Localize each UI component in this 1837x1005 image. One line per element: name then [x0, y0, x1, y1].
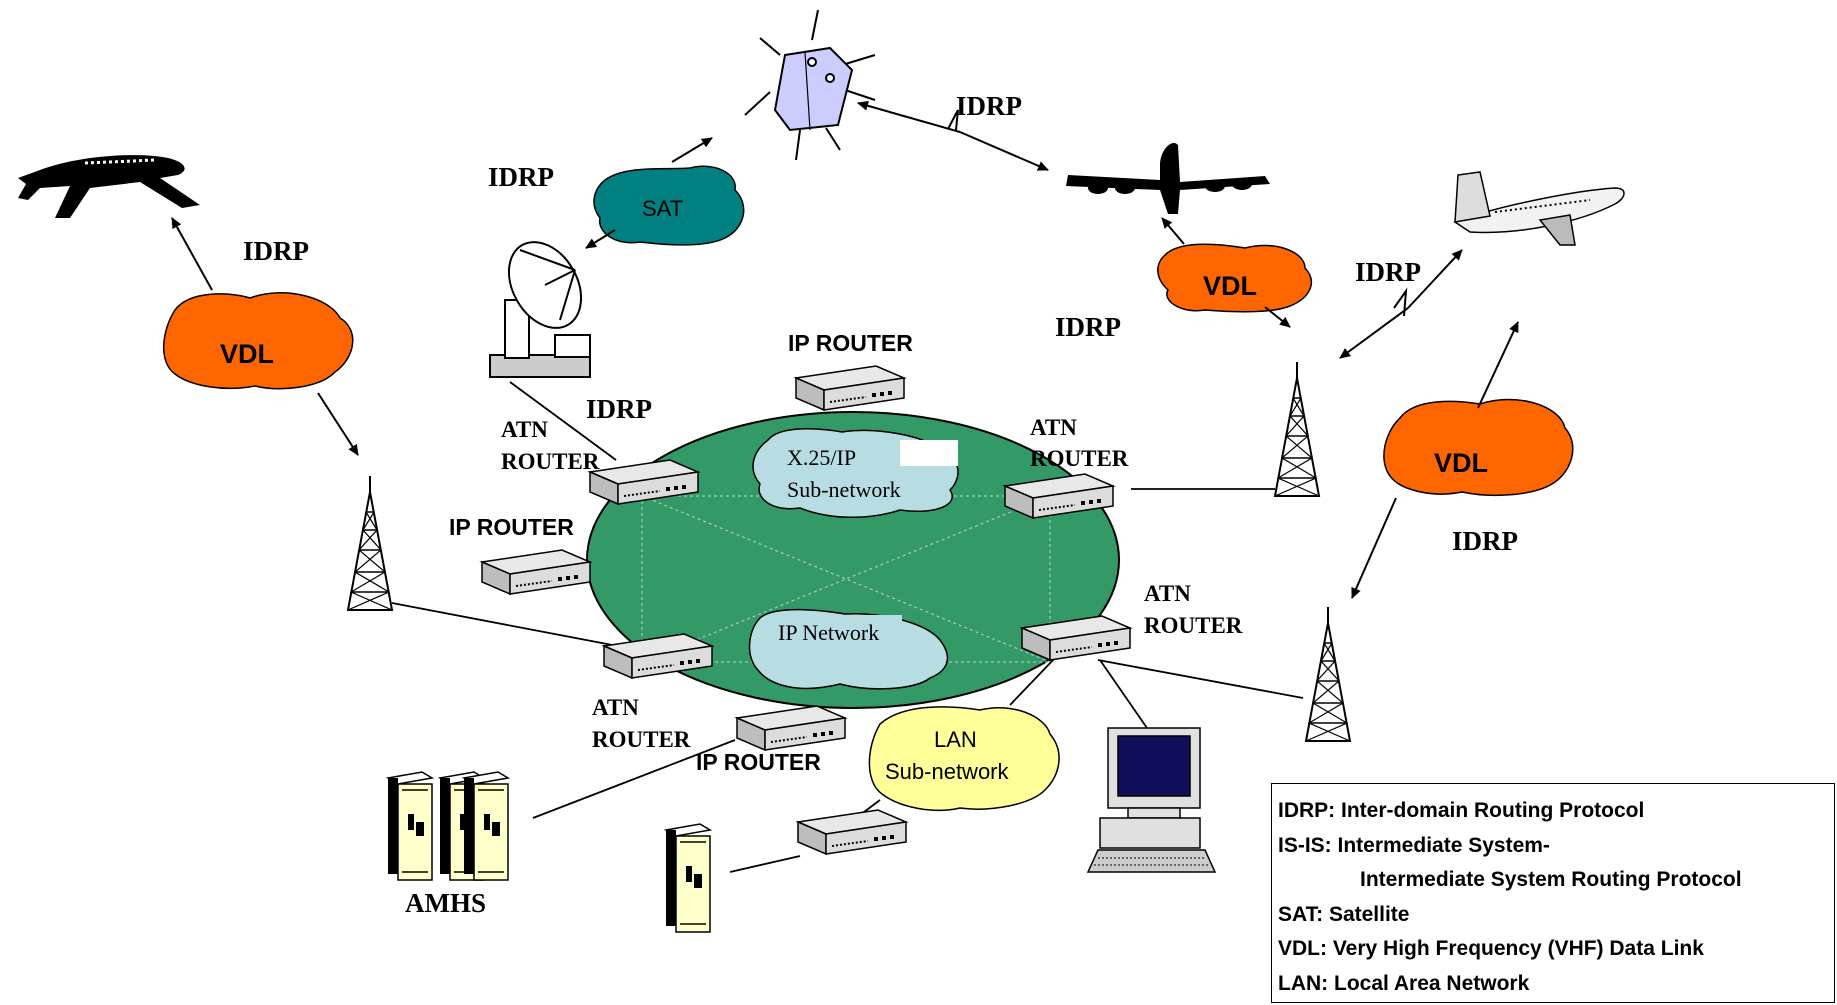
- radio-zigzag-2: [1393, 287, 1408, 317]
- idrp-label-left: IDRP: [243, 236, 309, 266]
- ip-router-bottom: [736, 705, 846, 751]
- lan-label-line1: LAN: [934, 727, 977, 752]
- amhs-server-3: [463, 771, 509, 881]
- legend-vdl: VDL: Very High Frequency (VHF) Data Link: [1278, 937, 1704, 960]
- x25-label-line2: Sub-network: [787, 477, 901, 502]
- router-label-upper-left: ROUTER: [501, 449, 600, 474]
- atn-label-upper-right: ATN: [1030, 415, 1077, 440]
- legend-sat: SAT: Satellite: [1278, 902, 1410, 926]
- radio-zigzag: [947, 109, 959, 131]
- idrp-label-sat: IDRP: [488, 162, 554, 192]
- router-label-upper-right: ROUTER: [1030, 446, 1129, 471]
- arrows: [171, 100, 1519, 599]
- lan-server: [665, 823, 711, 933]
- legend-isis: IS-IS: Intermediate System-: [1278, 833, 1550, 857]
- idrp-label-top: IDRP: [956, 91, 1022, 121]
- ip-router-label-left: IP ROUTER: [449, 514, 574, 540]
- vdl-label-left: VDL: [220, 339, 274, 369]
- atn-label-lower-right: ATN: [1144, 581, 1191, 606]
- router-label-lower-right: ROUTER: [1144, 613, 1243, 638]
- vdl-cloud-mid: [1157, 243, 1312, 313]
- x25-label-line1: X.25/IP: [787, 445, 856, 470]
- ip-router-left: [481, 549, 591, 595]
- sat-label: SAT: [642, 196, 683, 221]
- workstation-icon: [1086, 727, 1217, 873]
- labels: IDRP IDRP IDRP IDRP IDRP IDRP IDRP VDL V…: [220, 91, 1518, 918]
- radio-tower-left: [347, 475, 393, 611]
- ip-router-top: [795, 365, 905, 411]
- connection-lines: [391, 381, 1304, 873]
- satellite-icon: [744, 9, 876, 161]
- airplane-jumbo-icon: [1066, 142, 1270, 214]
- ip-network-label: IP Network: [778, 620, 879, 645]
- radio-tower-right-top: [1274, 361, 1320, 497]
- satellite-dish-icon: [489, 241, 591, 378]
- idrp-label-mid-right: IDRP: [1055, 312, 1121, 342]
- airplane-right-icon: [1453, 171, 1625, 246]
- vdl-label-mid: VDL: [1203, 271, 1257, 301]
- lan-cloud: [868, 706, 1060, 812]
- vdl-cloud-left: [162, 292, 354, 390]
- idrp-label-right-bottom: IDRP: [1452, 526, 1518, 556]
- airplane-top-left-icon: [18, 155, 200, 218]
- ip-router-label-bottom: IP ROUTER: [696, 749, 821, 775]
- legend-lan: LAN: Local Area Network: [1278, 971, 1530, 995]
- atn-label-upper-left: ATN: [501, 417, 548, 442]
- radio-tower-right-bottom: [1305, 606, 1351, 742]
- legend-box: IDRP: Inter-domain Routing Protocol IS-I…: [1271, 783, 1835, 1003]
- lan-label-line2: Sub-network: [885, 759, 1010, 784]
- legend-isis-cont: Intermediate System Routing Protocol: [1360, 868, 1742, 891]
- idrp-label-center: IDRP: [586, 394, 652, 424]
- vdl-label-right: VDL: [1434, 448, 1488, 478]
- ip-router-label-top: IP ROUTER: [788, 330, 913, 356]
- amhs-server-1: [387, 771, 433, 881]
- lan-router: [797, 809, 907, 855]
- amhs-label: AMHS: [405, 888, 486, 918]
- legend-idrp: IDRP: Inter-domain Routing Protocol: [1278, 799, 1645, 822]
- atn-label-lower-left: ATN: [592, 695, 639, 720]
- idrp-label-right-top: IDRP: [1355, 257, 1421, 287]
- sat-cloud: [593, 165, 745, 246]
- router-label-lower-left: ROUTER: [592, 727, 691, 752]
